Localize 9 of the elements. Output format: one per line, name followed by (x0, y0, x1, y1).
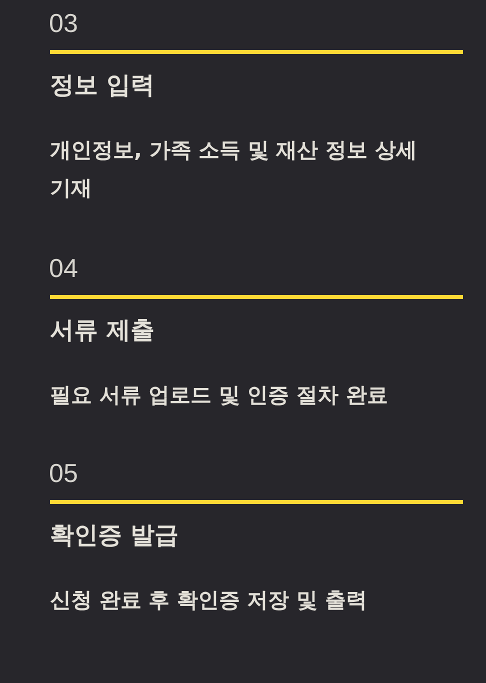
step-number: 03 (49, 8, 78, 38)
step-title: 정보 입력 (50, 70, 154, 101)
step-title: 서류 제출 (50, 315, 154, 346)
step-title: 확인증 발급 (50, 520, 178, 551)
step-description: 신청 완료 후 확인증 저장 및 출력 (50, 587, 368, 614)
step-description: 개인정보, 가족 소득 및 재산 정보 상세 기재 (50, 137, 418, 202)
step-description: 필요 서류 업로드 및 인증 절차 완료 (50, 382, 389, 409)
step-number: 05 (49, 458, 78, 488)
step-number: 04 (49, 253, 78, 283)
